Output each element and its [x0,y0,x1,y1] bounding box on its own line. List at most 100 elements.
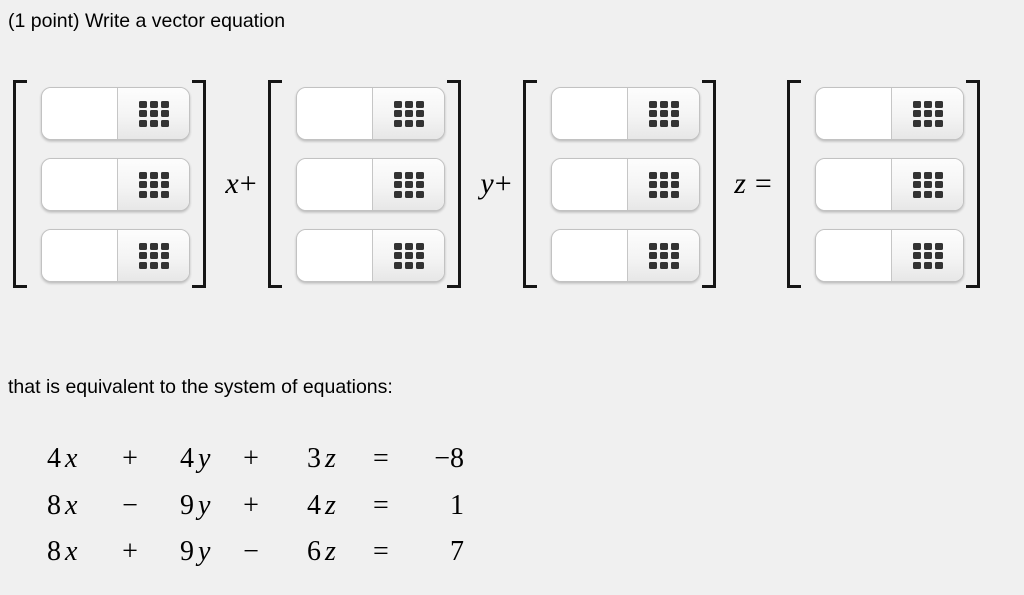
keypad-dot [160,110,169,117]
problem-title: (1 point) Write a vector equation [8,10,286,32]
keypad-button[interactable] [117,88,189,139]
keypad-button[interactable] [117,159,189,210]
keypad-dot [934,242,943,250]
keypad-dot [415,242,424,250]
keypad-button[interactable] [891,159,963,210]
keypad-dot [912,261,921,269]
keypad-dot [923,252,932,259]
vector-entry [296,87,445,140]
keypad-dot [912,190,921,198]
keypad-dot [149,252,158,259]
keypad-dot [149,100,158,108]
equation-operator: − [122,489,138,521]
keypad-dot [670,242,679,250]
keypad-dot [670,261,679,269]
separator-label-z: z= [722,80,784,288]
keypad-button[interactable] [117,230,189,281]
keypad-button[interactable] [372,230,444,281]
equation-rhs: 7 [450,536,464,568]
keypad-dot [923,190,932,198]
vector-entry-input[interactable] [42,88,117,139]
left-bracket [13,80,27,288]
keypad-button[interactable] [372,88,444,139]
equivalence-text: that is equivalent to the system of equa… [8,376,393,398]
vector-entry-input[interactable] [552,88,627,139]
vector-entry [551,158,700,211]
keypad-dot [648,119,657,127]
keypad-dot [393,261,402,269]
left-bracket [523,80,537,288]
keypad-dot [160,100,169,108]
vector-entry-input[interactable] [816,88,891,139]
vector-entry-input[interactable] [816,159,891,210]
vector-entry-input[interactable] [816,230,891,281]
keypad-button[interactable] [372,159,444,210]
keypad-button[interactable] [627,159,699,210]
keypad-grid-icon [393,171,424,198]
keypad-dot [149,171,158,179]
term-coefficient: 9 [180,536,194,568]
vector-entry-input[interactable] [552,230,627,281]
keypad-button[interactable] [627,230,699,281]
keypad-dot [138,190,147,198]
vector-entry-input[interactable] [42,159,117,210]
keypad-dot [923,181,932,188]
term-variable: z [325,536,336,568]
keypad-grid-icon [912,171,943,198]
vector-entries [296,87,445,282]
keypad-dot [659,171,668,179]
keypad-dot [934,181,943,188]
keypad-dot [923,119,932,127]
separator-variable: z [734,167,746,200]
keypad-dot [934,119,943,127]
term-coefficient: 4 [180,443,194,475]
term-coefficient: 8 [47,489,61,521]
keypad-dot [659,242,668,250]
keypad-dot [648,110,657,117]
keypad-dot [160,252,169,259]
keypad-dot [415,190,424,198]
keypad-dot [912,181,921,188]
keypad-dot [149,261,158,269]
vector-entry [41,229,190,282]
vector-entry-input[interactable] [552,159,627,210]
keypad-grid-icon [648,171,679,198]
keypad-grid-icon [912,100,943,127]
vector-entry [551,87,700,140]
vector-entry [41,87,190,140]
keypad-grid-icon [393,242,424,269]
separator-operator: + [239,167,257,200]
left-bracket [268,80,282,288]
keypad-grid-icon [393,100,424,127]
vector-entry-input[interactable] [297,88,372,139]
keypad-dot [659,110,668,117]
equation-operator: + [243,443,259,475]
vector-entry-input[interactable] [297,159,372,210]
keypad-dot [912,252,921,259]
separator-operator: = [754,167,772,200]
keypad-dot [393,252,402,259]
keypad-button[interactable] [891,88,963,139]
vector-entry [551,229,700,282]
term-coefficient: 4 [47,443,61,475]
keypad-dot [149,242,158,250]
keypad-button[interactable] [891,230,963,281]
keypad-dot [648,181,657,188]
vector-result [787,80,980,288]
separator-operator: + [494,167,512,200]
keypad-dot [160,181,169,188]
keypad-button[interactable] [627,88,699,139]
equation-equals: = [373,489,389,521]
keypad-dot [404,252,413,259]
equation-operator: + [243,489,259,521]
vector-entry [815,229,964,282]
vector-entry-input[interactable] [297,230,372,281]
keypad-dot [138,261,147,269]
vector-entry-input[interactable] [42,230,117,281]
vector-entry [815,158,964,211]
